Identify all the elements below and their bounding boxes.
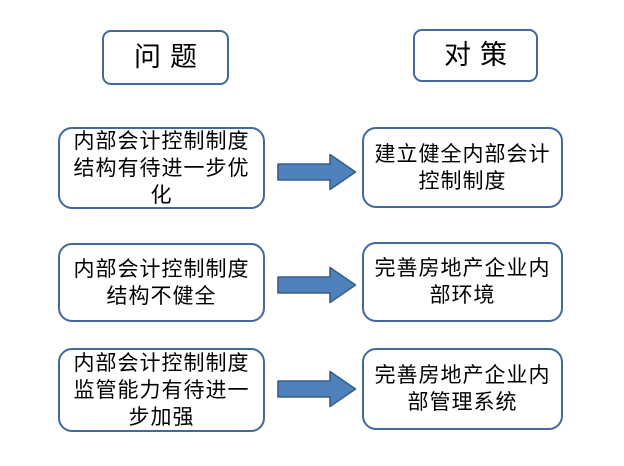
- problem-box-3: 内部会计控制制度 监管能力有待进一 步加强: [58, 348, 265, 432]
- solution-box-2: 完善房地产企业内 部环境: [362, 242, 563, 322]
- problem-box-2: 内部会计控制制度 结构不健全: [58, 243, 265, 322]
- right-arrow-icon: [277, 266, 357, 304]
- right-arrow-icon: [277, 370, 357, 408]
- solution-box-1: 建立健全内部会计 控制制度: [362, 127, 563, 208]
- problem-column-header: 问题: [102, 30, 229, 85]
- solution-column-header: 对策: [413, 29, 538, 82]
- right-arrow-icon: [277, 153, 357, 191]
- problem-box-1: 内部会计控制制度 结构有待进一步优 化: [58, 127, 265, 209]
- solution-box-3: 完善房地产企业内 部管理系统: [362, 348, 563, 430]
